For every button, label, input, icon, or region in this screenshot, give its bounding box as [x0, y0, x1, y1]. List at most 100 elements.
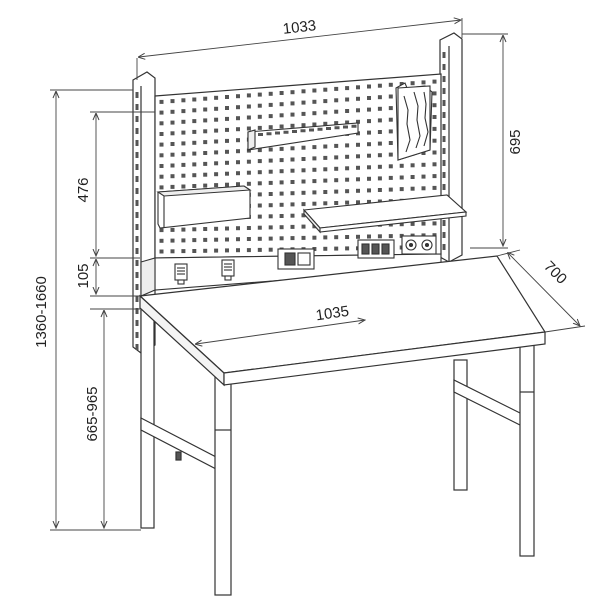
front-right-leg [519, 335, 535, 557]
panel-hole [181, 173, 186, 178]
panel-hole [356, 154, 360, 159]
rail-slot [326, 127, 331, 130]
panel-hole [236, 237, 240, 242]
panel-hole [225, 237, 229, 242]
panel-hole [334, 246, 339, 251]
panel-hole [301, 179, 306, 184]
panel-hole [246, 104, 251, 109]
panel-hole [410, 163, 415, 168]
panel-hole [367, 234, 371, 239]
panel-hole [301, 157, 306, 161]
panel-hole [345, 177, 350, 182]
panel-hole [246, 126, 251, 131]
label-rail-height: 105 [75, 263, 92, 288]
upright-slot [135, 332, 139, 338]
panel-hole [257, 125, 262, 130]
panel-hole [421, 221, 426, 226]
panel-hole [268, 180, 273, 185]
panel-hole [279, 202, 284, 207]
panel-hole [334, 155, 339, 160]
panel-hole [236, 127, 240, 132]
panel-hole [388, 141, 393, 145]
panel-hole [236, 226, 240, 231]
panel-hole [192, 97, 197, 102]
panel-hole [377, 141, 382, 146]
panel-hole [192, 162, 197, 167]
panel-hole [225, 149, 229, 154]
panel-hole [159, 110, 164, 115]
panel-hole [334, 201, 339, 205]
upright-slot [135, 260, 139, 266]
panel-hole [323, 121, 328, 126]
panel-hole [225, 160, 229, 165]
panel-hole [279, 180, 284, 185]
panel-hole [181, 184, 186, 189]
panel-hole [356, 234, 360, 239]
panel-hole [323, 144, 328, 149]
panel-hole [399, 82, 404, 86]
panel-hole [399, 163, 404, 168]
panel-hole [323, 87, 328, 92]
panel-hole [356, 165, 360, 170]
panel-hole [203, 151, 208, 155]
lamp-switch-icon [277, 248, 315, 270]
power-socket-icon [401, 235, 437, 255]
panel-hole [246, 237, 251, 241]
panel-hole [159, 153, 164, 158]
panel-hole [377, 153, 382, 158]
storage-bin [156, 185, 252, 229]
panel-hole [290, 236, 295, 241]
panel-hole [170, 99, 175, 104]
panel-hole [377, 234, 382, 239]
panel-hole [279, 158, 284, 163]
panel-hole [356, 177, 360, 182]
panel-hole [345, 246, 350, 251]
panel-hole [192, 129, 197, 134]
panel-hole [181, 119, 186, 124]
panel-hole [290, 146, 295, 151]
panel-hole [290, 123, 295, 128]
panel-hole [432, 91, 437, 96]
panel-hole [279, 214, 284, 218]
upright-slot [135, 248, 139, 254]
power-rail [140, 235, 442, 297]
panel-hole [268, 203, 273, 208]
panel-hole [203, 172, 208, 177]
panel-hole [432, 115, 437, 119]
panel-hole [301, 202, 306, 207]
panel-hole [290, 112, 295, 117]
panel-hole [301, 145, 306, 150]
panel-hole [181, 130, 186, 135]
panel-hole [290, 202, 295, 207]
panel-hole [356, 85, 360, 90]
panel-hole [377, 106, 382, 111]
panel-hole [214, 106, 219, 111]
panel-hole [356, 142, 360, 147]
upright-slot [442, 160, 446, 166]
panel-hole [377, 176, 382, 181]
panel-hole [399, 175, 404, 180]
panel-hole [170, 227, 175, 232]
panel-hole [236, 94, 240, 99]
upright-slot [442, 64, 446, 70]
upright-slot [135, 296, 139, 302]
panel-hole [268, 125, 273, 130]
dim-line-table-width [196, 320, 365, 344]
upright-slot [135, 92, 139, 98]
panel-hole [388, 94, 393, 99]
back-left-leg [140, 295, 155, 529]
rail-slot [351, 124, 357, 128]
panel-hole [257, 247, 262, 252]
panel-hole [421, 151, 426, 155]
air-coupling-right-icon [221, 259, 235, 281]
panel-hole [334, 235, 339, 240]
upright-slot [442, 232, 446, 238]
panel-hole [367, 107, 371, 112]
panel-hole [345, 166, 350, 171]
panel-hole [236, 182, 240, 187]
panel-hole [334, 98, 339, 103]
panel-hole [203, 227, 208, 231]
panel-hole [290, 168, 295, 173]
panel-hole [246, 181, 251, 186]
panel-hole [181, 249, 186, 254]
